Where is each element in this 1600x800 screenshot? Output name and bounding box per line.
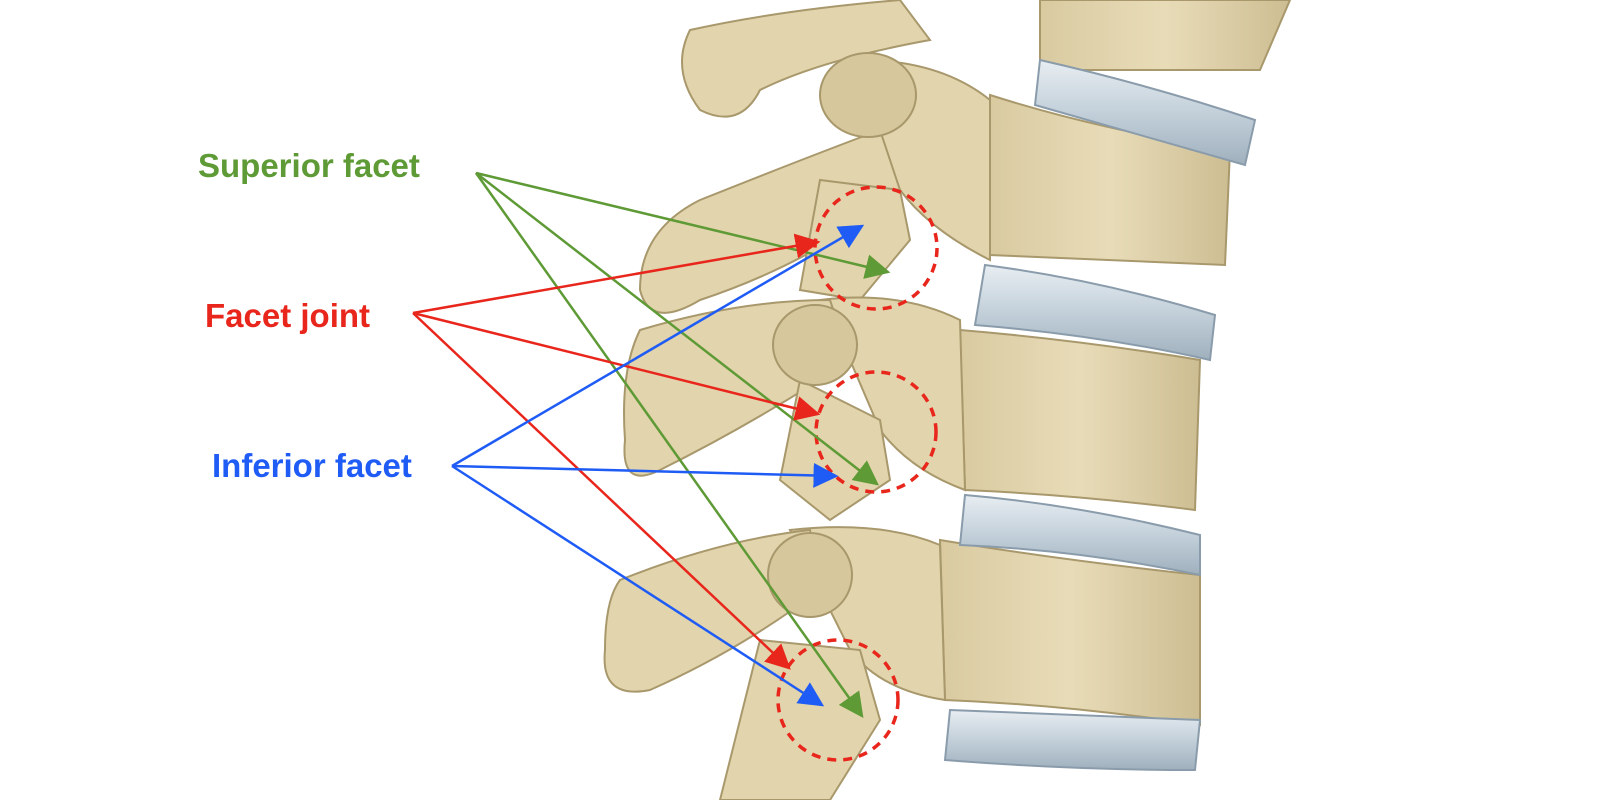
facet-joint-label: Facet joint bbox=[205, 297, 371, 334]
disc bbox=[973, 263, 1217, 362]
facet-joint-circle bbox=[814, 370, 938, 494]
disc bbox=[943, 708, 1202, 772]
superior-articular-knob bbox=[767, 532, 853, 618]
inferior-facet-arrow bbox=[451, 462, 839, 488]
superior-articular-knob bbox=[772, 304, 858, 386]
facet-joint-circle bbox=[776, 638, 900, 762]
facet-joint-markers bbox=[776, 185, 939, 762]
disc bbox=[1033, 58, 1257, 167]
facet-joint-arrow bbox=[412, 233, 821, 315]
vertebral-body bbox=[1039, 0, 1292, 71]
articular-knobs bbox=[767, 52, 917, 618]
disc bbox=[958, 493, 1201, 577]
inferior-facet-label: Inferior facet bbox=[212, 447, 412, 484]
superior-facet-arrow bbox=[475, 172, 879, 486]
spinous-process bbox=[681, 0, 932, 118]
intervertebral-discs bbox=[943, 58, 1257, 772]
vertebral-body bbox=[989, 93, 1232, 267]
transverse-process bbox=[638, 128, 902, 314]
inferior-facet-arrow bbox=[451, 464, 825, 707]
vertebral-body bbox=[958, 328, 1202, 512]
inferior-facet-arrows bbox=[451, 224, 865, 707]
posterior-elements bbox=[603, 0, 991, 800]
transverse-process bbox=[603, 528, 822, 693]
facet-joint-circle bbox=[813, 185, 939, 311]
facet-joint-arrow bbox=[412, 311, 821, 421]
facet-joint-arrows bbox=[412, 233, 821, 670]
vertebral-bodies bbox=[938, 0, 1292, 727]
superior-articular-knob bbox=[819, 52, 917, 138]
superior-facet-arrow bbox=[474, 172, 864, 719]
inferior-facet-arrow bbox=[451, 224, 865, 468]
facet-joint-arrow bbox=[412, 312, 791, 670]
articular-pillar bbox=[718, 638, 882, 800]
superior-facet-label: Superior facet bbox=[198, 147, 420, 184]
